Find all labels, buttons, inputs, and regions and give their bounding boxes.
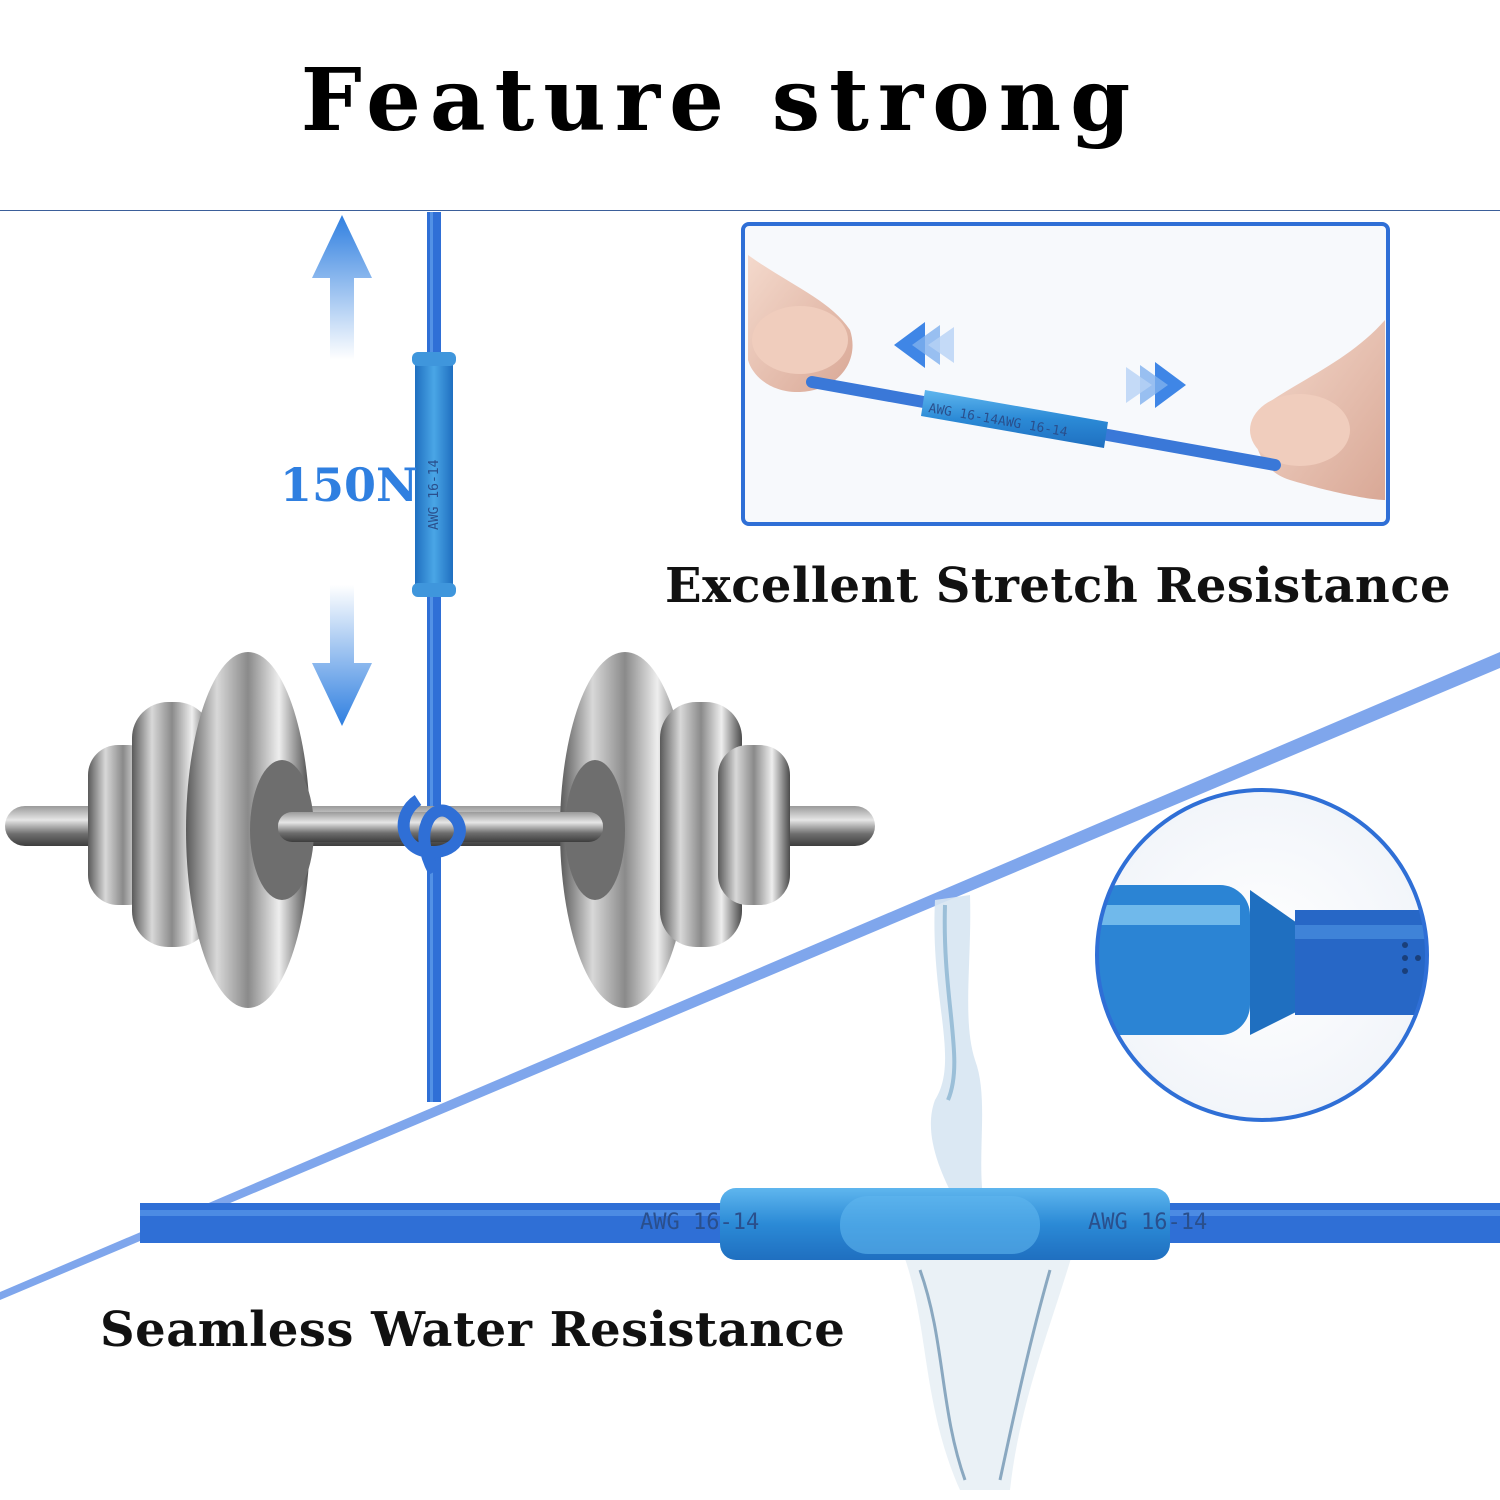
water-caption: Seamless Water Resistance — [100, 1302, 846, 1358]
vertical-cable — [427, 212, 441, 1102]
horizontal-cable-marking-left: AWG 16-14 — [640, 1210, 759, 1235]
stretch-demo-panel — [741, 222, 1390, 526]
vertical-cable-marking: AWG 16-14 — [427, 459, 442, 530]
diagonal-divider — [0, 652, 1500, 1300]
title-divider — [0, 210, 1500, 211]
arrow-down-icon — [312, 585, 372, 726]
force-label: 150N — [280, 458, 419, 512]
arrow-left-icon — [894, 322, 954, 368]
stretch-caption: Excellent Stretch Resistance — [665, 558, 1452, 614]
vertical-connector-sleeve — [415, 352, 453, 597]
zoom-detail-circle — [1095, 788, 1429, 1122]
page-title: Feature strong — [300, 50, 1140, 151]
water-stream-illustration — [900, 895, 1075, 1490]
horizontal-cable-marking-right: AWG 16-14 — [1088, 1210, 1207, 1235]
stretch-demo-photo: AWG 16-14AWG 16-14 — [748, 255, 1385, 500]
arrow-up-icon — [312, 215, 372, 360]
arrow-right-icon — [1126, 362, 1186, 408]
dumbbell-illustration — [5, 652, 875, 1008]
